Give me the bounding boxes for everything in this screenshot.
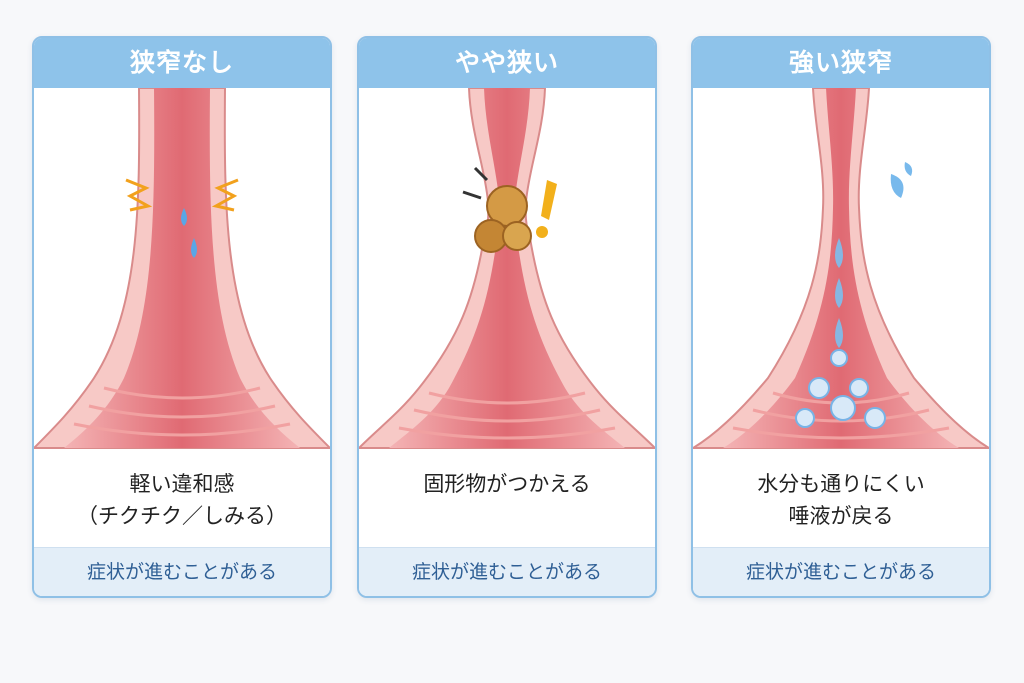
- panel-description: 固形物がつかえる: [359, 468, 655, 500]
- esophagus-illustration: [34, 88, 330, 449]
- esophagus-illustration: [359, 88, 655, 449]
- droplet-icon: [181, 208, 197, 258]
- description-line: （チクチク／しみる）: [77, 504, 287, 528]
- description-line: 水分も通りにくい: [757, 472, 925, 496]
- food-lump-icon: [462, 166, 532, 253]
- panel-title: 強い狭窄: [693, 38, 989, 88]
- description-line: 唾液が戻る: [788, 504, 894, 528]
- esophagus-illustration: [693, 88, 989, 449]
- panel-title: やや狭い: [359, 38, 655, 88]
- bubbles-icon: [795, 349, 886, 429]
- panel-title: 狭窄なし: [34, 38, 330, 88]
- panel-severe-stenosis: 強い狭窄: [691, 36, 991, 598]
- panel-no-stenosis: 狭窄なし: [32, 36, 332, 598]
- description-line: 固形物がつかえる: [423, 472, 591, 496]
- exclamation-icon: [536, 180, 557, 238]
- water-droplets-icon: [835, 162, 913, 348]
- irritation-spark-icon: [125, 178, 239, 212]
- panel-footer: 症状が進むことがある: [693, 547, 989, 596]
- panel-description: 水分も通りにくい 唾液が戻る: [693, 468, 989, 532]
- panel-mild-stenosis: やや狭い: [357, 36, 657, 598]
- panel-footer: 症状が進むことがある: [359, 547, 655, 596]
- panel-description: 軽い違和感 （チクチク／しみる）: [34, 468, 330, 532]
- description-line: 軽い違和感: [129, 472, 235, 496]
- panel-footer: 症状が進むことがある: [34, 547, 330, 596]
